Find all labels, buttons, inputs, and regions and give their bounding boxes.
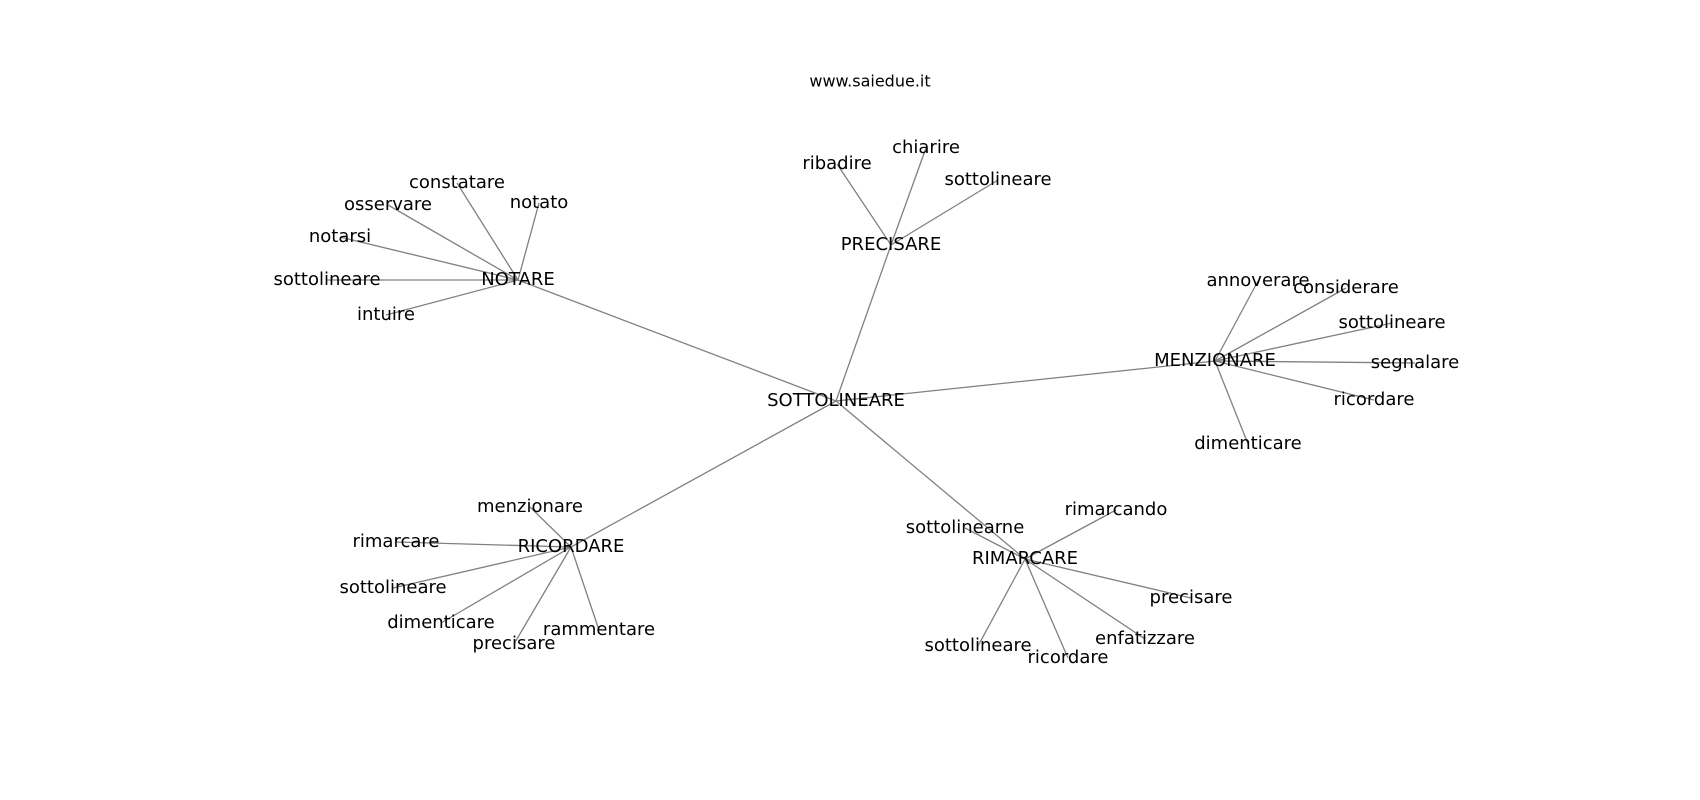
edge-rimarcare-sottolinearne (964, 527, 1026, 560)
leaf-node-label-sottolineare: sottolineare (924, 635, 1031, 656)
edge-rimarcare-precisare (1024, 558, 1192, 599)
leaf-node-label-rimarcare: rimarcare (353, 531, 440, 552)
edge-precisare-ribadire (836, 163, 892, 246)
edge-notare-constatare (456, 182, 519, 281)
edge-root-rimarcare (835, 400, 1026, 560)
leaf-node-label-rimarcando: rimarcando (1065, 499, 1168, 520)
leaf-node-label-dimenticare: dimenticare (1194, 433, 1302, 454)
leaf-node-label-intuire: intuire (357, 304, 415, 325)
leaf-node-label-precisare: precisare (1150, 587, 1233, 608)
leaf-node-label-chiarire: chiarire (892, 137, 960, 158)
edge-ricordare-dimenticare (440, 546, 572, 624)
edge-notare-notarsi (339, 236, 519, 281)
leaf-node-label-constatare: constatare (409, 172, 505, 193)
hub-node-label-menzionare: MENZIONARE (1154, 350, 1276, 371)
edge-root-notare (517, 279, 837, 402)
edge-ricordare-menzionare (529, 506, 572, 548)
leaf-node-label-ribadire: ribadire (802, 153, 871, 174)
leaf-node-label-sottolineare: sottolineare (944, 169, 1051, 190)
leaf-node-label-segnalare: segnalare (1371, 352, 1459, 373)
edge-rimarcare-enfatizzare (1024, 558, 1146, 640)
leaf-node-label-sottolinearne: sottolinearne (906, 517, 1025, 538)
leaf-node-label-notarsi: notarsi (309, 226, 371, 247)
edge-root-ricordare (570, 400, 837, 548)
edge-menzionare-annoverare (1214, 280, 1259, 362)
leaf-node-label-rammentare: rammentare (543, 619, 655, 640)
leaf-node-label-ricordare: ricordare (1334, 389, 1415, 410)
edge-rimarcare-rimarcando (1024, 509, 1117, 560)
edge-notare-osservare (387, 204, 519, 281)
edge-ricordare-precisare (513, 546, 572, 645)
leaf-node-label-menzionare: menzionare (477, 496, 583, 517)
leaf-node-label-considerare: considerare (1293, 277, 1399, 298)
edge-menzionare-ricordare (1214, 360, 1375, 401)
edge-rimarcare-ricordare (1024, 558, 1069, 659)
edge-ricordare-rimarcare (395, 541, 572, 548)
edge-notare-notato (517, 202, 540, 281)
edge-rimarcare-sottolineare (977, 558, 1026, 647)
root-node-label: SOTTOLINEARE (767, 390, 905, 411)
leaf-node-label-sottolineare: sottolineare (1338, 312, 1445, 333)
edge-menzionare-segnalare (1214, 360, 1416, 364)
edge-menzionare-dimenticare (1214, 360, 1249, 445)
graph-edges (327, 147, 1416, 659)
leaf-node-label-dimenticare: dimenticare (387, 612, 495, 633)
hub-node-label-rimarcare: RIMARCARE (972, 548, 1078, 569)
leaf-node-label-annoverare: annoverare (1206, 270, 1309, 291)
leaf-node-label-ricordare: ricordare (1028, 647, 1109, 668)
site-credit: www.saiedue.it (809, 72, 930, 91)
hub-node-label-precisare: PRECISARE (841, 234, 942, 255)
leaf-node-label-sottolineare: sottolineare (273, 269, 380, 290)
graph-labels: www.saiedue.it SOTTOLINEARE NOTARE constat… (273, 72, 1459, 669)
leaf-node-label-enfatizzare: enfatizzare (1095, 628, 1195, 649)
edge-menzionare-sottolineare (1214, 322, 1393, 362)
edge-ricordare-rammentare (570, 546, 600, 631)
edge-root-menzionare (835, 360, 1216, 402)
leaf-node-label-sottolineare: sottolineare (339, 577, 446, 598)
hub-node-label-ricordare: RICORDARE (518, 536, 625, 557)
edge-menzionare-considerare (1214, 287, 1347, 362)
edge-notare-intuire (385, 279, 519, 316)
hub-node-label-notare: NOTARE (481, 269, 554, 290)
leaf-node-label-precisare: precisare (473, 633, 556, 654)
edge-ricordare-sottolineare (392, 546, 572, 589)
edge-precisare-chiarire (890, 147, 927, 246)
edge-precisare-sottolineare (890, 179, 999, 246)
leaf-node-label-osservare: osservare (344, 194, 432, 215)
edge-root-precisare (835, 244, 892, 402)
leaf-node-label-notato: notato (510, 192, 569, 213)
